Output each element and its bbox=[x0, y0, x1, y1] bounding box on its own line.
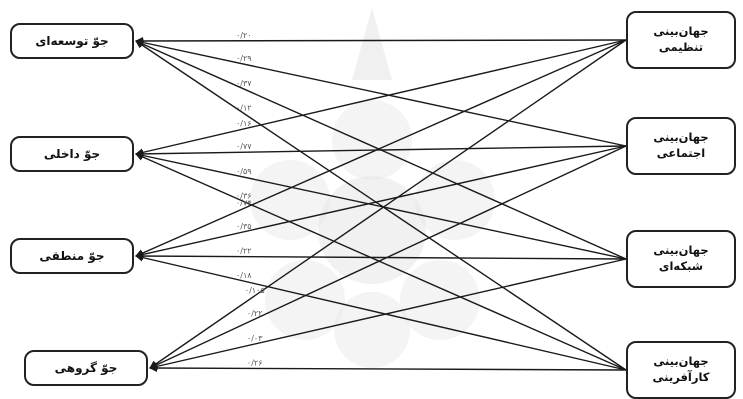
path-coefficient-label: ۰/۲۲ bbox=[247, 309, 263, 318]
node-label: جوّ گروهی bbox=[55, 360, 118, 376]
watermark-logo bbox=[250, 8, 495, 368]
node-label-line1: جهان‌بینی bbox=[653, 354, 708, 370]
node-label-line2: کارآفرینی bbox=[653, 370, 710, 386]
path-coefficient-label: ۰/۰۳ bbox=[247, 334, 263, 343]
node-social-worldview: جهان‌بینی اجتماعی bbox=[626, 117, 736, 175]
node-label-line2: شبکه‌ای bbox=[659, 259, 703, 275]
path-arrow bbox=[150, 368, 626, 370]
path-coefficient-label: ۰/۲۲ bbox=[236, 247, 252, 256]
node-network-worldview: جهان‌بینی شبکه‌ای bbox=[626, 230, 736, 288]
path-coefficient-label: ۰/۲۹ bbox=[236, 54, 252, 63]
node-label-line2: تنظیمی bbox=[659, 40, 703, 56]
node-label-line2: اجتماعی bbox=[657, 146, 705, 162]
node-regulatory-worldview: جهان‌بینی تنظیمی bbox=[626, 11, 736, 69]
path-coefficient-label: ۰/۳۵ bbox=[236, 222, 252, 231]
path-arrow bbox=[136, 40, 626, 41]
path-coefficient-label: ۰/۱۲ bbox=[236, 103, 252, 112]
node-internal-climate: جوّ داخلی bbox=[10, 136, 134, 172]
node-label: جوّ داخلی bbox=[44, 146, 100, 162]
path-coefficient-label: ۰/۷۷ bbox=[236, 142, 252, 151]
node-label-line1: جهان‌بینی bbox=[653, 24, 708, 40]
path-coefficient-label: ۰/۷۴ bbox=[236, 198, 252, 207]
path-coefficient-label: ۰/۳۷ bbox=[236, 79, 252, 88]
node-entrepreneurial-worldview: جهان‌بینی کارآفرینی bbox=[626, 341, 736, 399]
node-label: جوّ منطقی bbox=[39, 248, 104, 264]
path-coefficient-label: ۰/۲۰ bbox=[236, 31, 252, 40]
node-label-line1: جهان‌بینی bbox=[653, 130, 708, 146]
node-developmental-climate: جوّ توسعه‌ای bbox=[10, 23, 134, 59]
node-label: جوّ توسعه‌ای bbox=[35, 33, 108, 49]
path-coefficient-label: ۰/۵۹ bbox=[236, 167, 252, 176]
path-coefficient-label: ۰/۱۰۵ bbox=[245, 286, 265, 295]
node-group-climate: جوّ گروهی bbox=[24, 350, 148, 386]
path-coefficient-label: ۰/۲۶ bbox=[247, 358, 263, 367]
node-label-line1: جهان‌بینی bbox=[653, 243, 708, 259]
path-coefficient-label: ۰/۱۶ bbox=[236, 119, 252, 128]
path-coefficient-label: ۰/۱۸ bbox=[236, 271, 252, 280]
node-rational-climate: جوّ منطقی bbox=[10, 238, 134, 274]
